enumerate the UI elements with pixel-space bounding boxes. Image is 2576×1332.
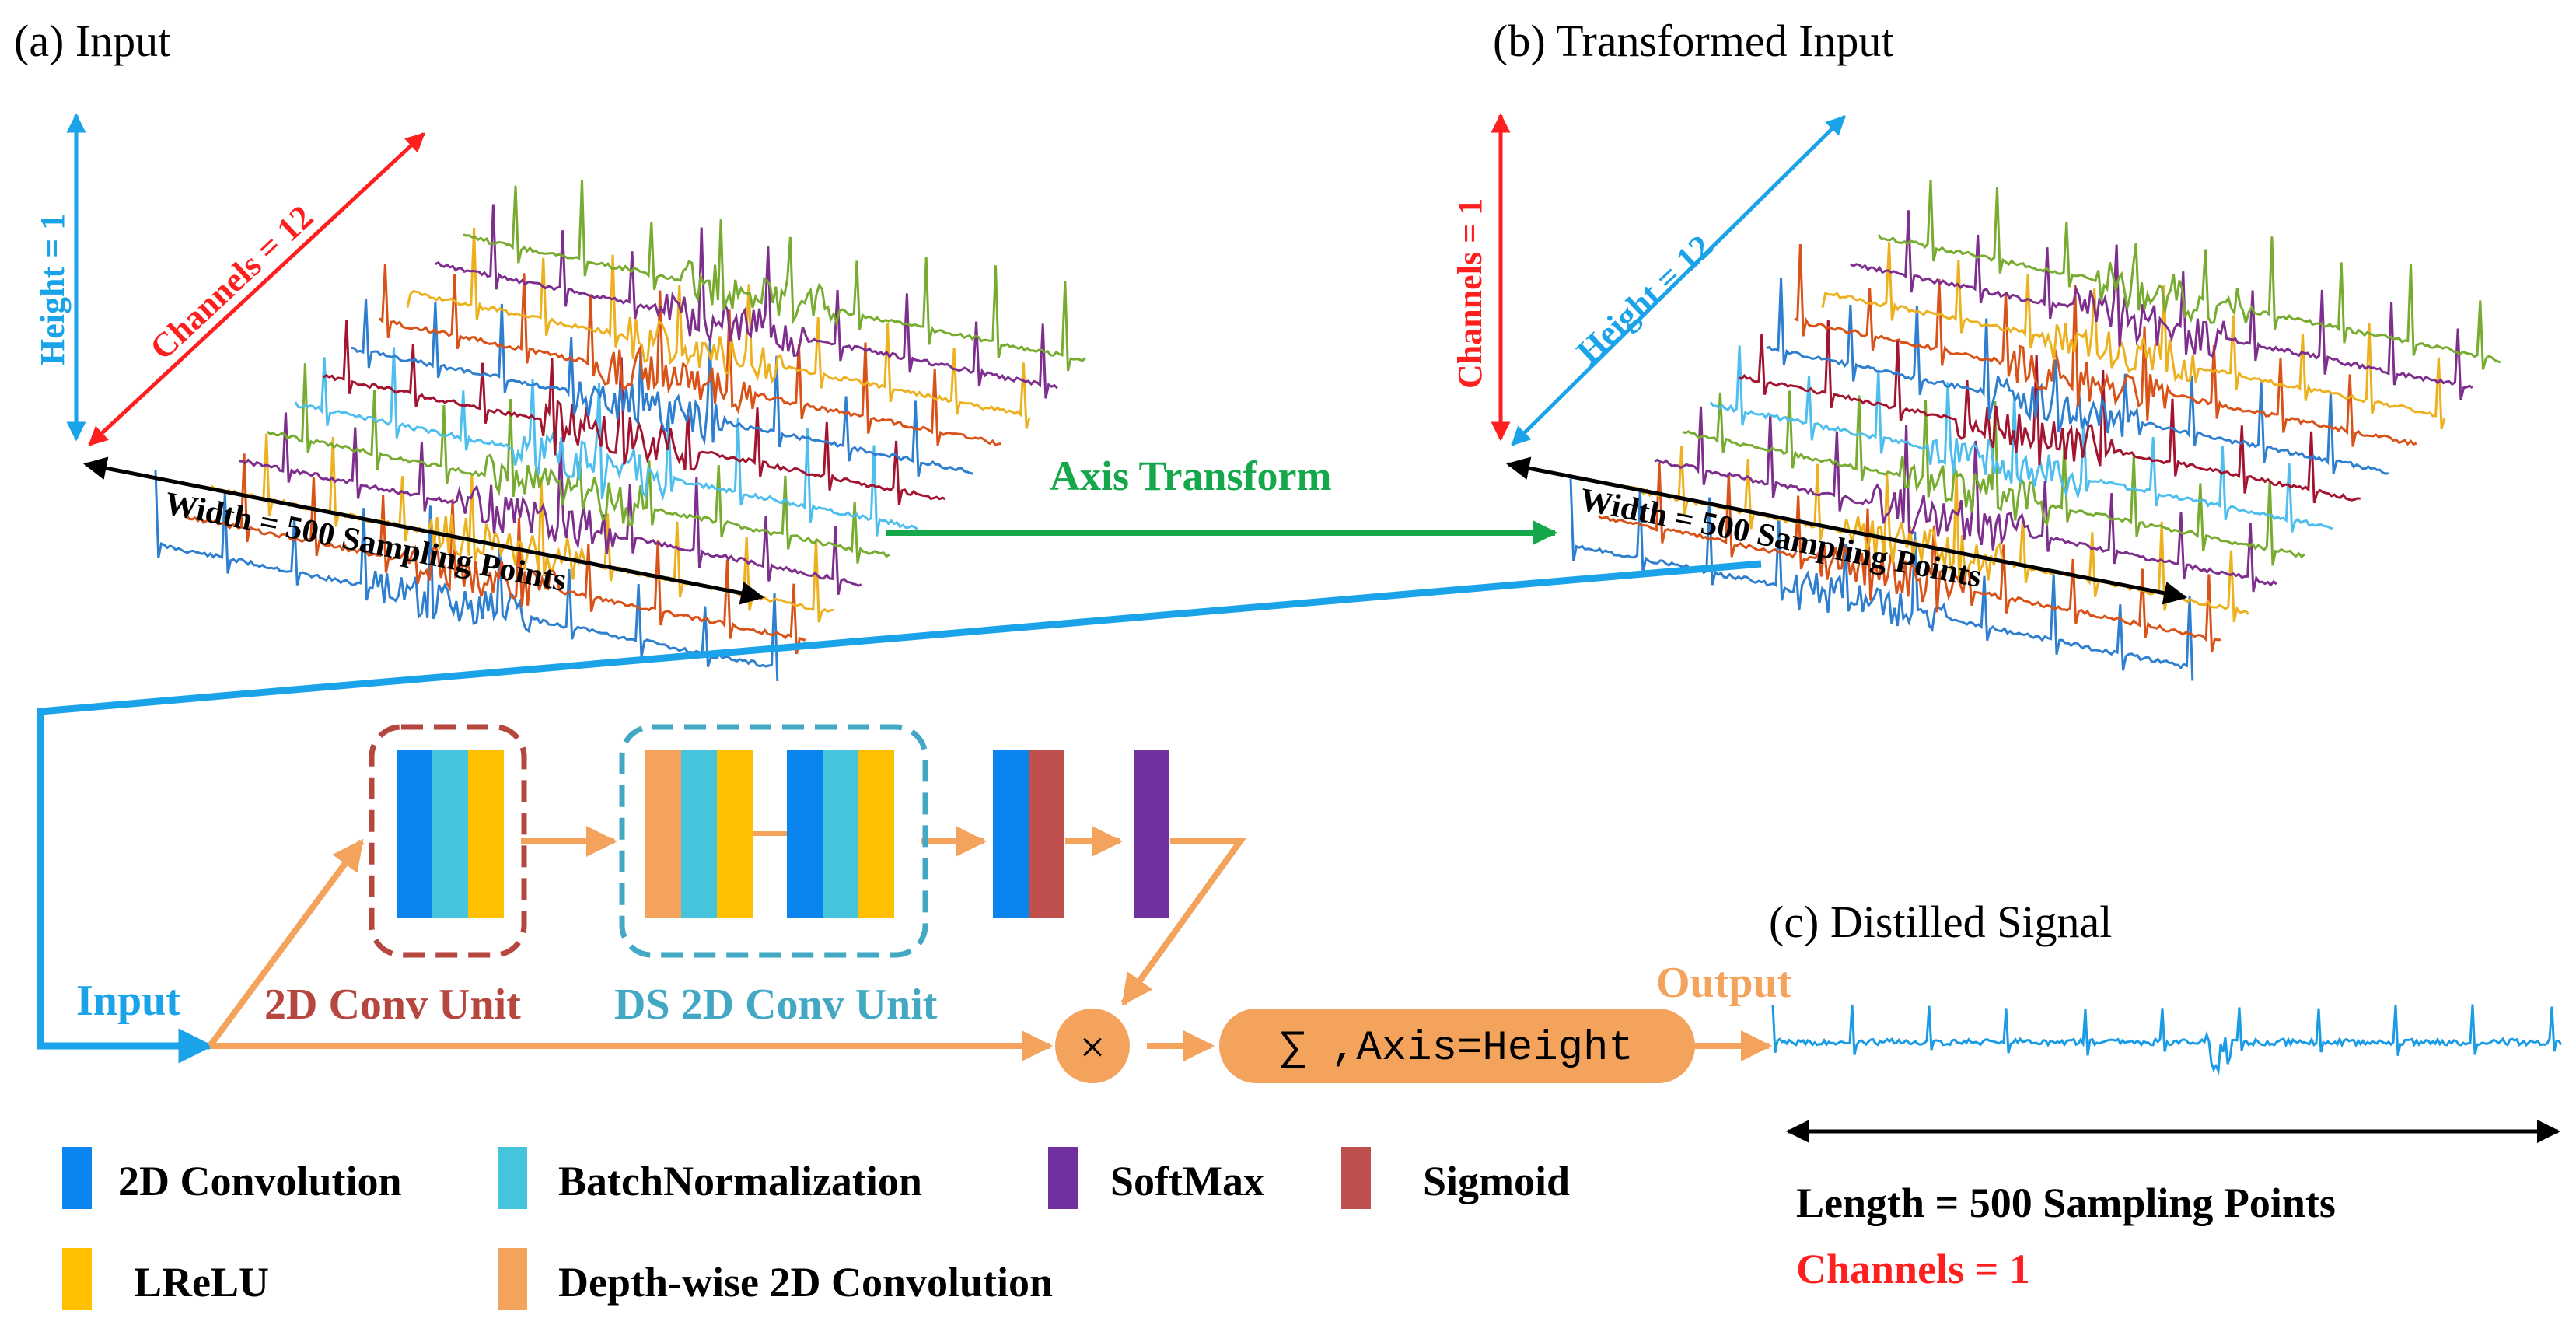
legend: 2D Convolution BatchNormalization SoftMa… — [62, 1147, 1570, 1310]
legend-swatch-softmax — [1048, 1147, 1078, 1209]
softmax-layer — [1134, 750, 1169, 918]
length-label: Length = 500 Sampling Points — [1796, 1180, 2336, 1226]
ds-layer-bn-1 — [681, 750, 717, 918]
ds-layer-lrelu-2 — [858, 750, 894, 918]
multiply-node — [1055, 1009, 1130, 1083]
conv-unit-layer-conv — [397, 750, 432, 918]
legend-label-sigmoid: Sigmoid — [1423, 1158, 1570, 1204]
axis-transform-label: Axis Transform — [1050, 453, 1332, 499]
legend-swatch-2d-convolution — [62, 1147, 92, 1209]
conv-unit-layer-lrelu — [468, 750, 504, 918]
panel-c-title: (c) Distilled Signal — [1769, 897, 2112, 947]
legend-label-batchnormalization: BatchNormalization — [558, 1158, 922, 1204]
transformed-input-connector — [37, 560, 1762, 1064]
sum-node — [1219, 1009, 1695, 1083]
legend-label-depthwise: Depth-wise 2D Convolution — [558, 1259, 1053, 1306]
signal-trace — [1877, 180, 2501, 370]
conv-unit-label: 2D Conv Unit — [264, 981, 521, 1029]
width-axis-arrow-b — [1506, 456, 2187, 605]
signal-trace — [1821, 242, 2446, 430]
ds-layer-depthwise — [645, 750, 681, 918]
conv-unit-frame — [369, 724, 527, 958]
distilled-signal-trace — [1771, 1004, 2563, 1075]
panel-b-title: (b) Transformed Input — [1493, 16, 1894, 66]
channels-axis-label-a: Channels = 12 — [142, 198, 320, 367]
panel-a-title: (a) Input — [14, 16, 170, 66]
signal-trace — [378, 264, 1001, 447]
legend-label-2d-convolution: 2D Convolution — [118, 1158, 402, 1204]
legend-swatch-sigmoid — [1341, 1147, 1371, 1209]
output-label: Output — [1656, 959, 1792, 1007]
signal-trace — [463, 180, 1086, 372]
channels-label-c: Channels = 1 — [1796, 1246, 2030, 1292]
ds-conv-unit-frame — [619, 724, 928, 958]
signal-trace — [1850, 210, 2473, 400]
channels-axis-arrow-a — [88, 132, 425, 446]
legend-label-lrelu: LReLU — [134, 1259, 269, 1306]
signal-trace — [435, 204, 1058, 399]
conv-unit-layer-bn — [432, 750, 468, 918]
multiply-symbol: × — [1080, 1022, 1106, 1072]
attention-sigmoid-layer — [1029, 750, 1064, 918]
network-flow — [207, 826, 1772, 1061]
ds-layer-conv — [787, 750, 823, 918]
height-axis-label-b: Height = 12 — [1569, 228, 1719, 372]
ds-layer-lrelu-1 — [717, 750, 753, 918]
signal-trace — [406, 228, 1031, 429]
legend-swatch-lrelu — [62, 1248, 92, 1310]
signal-trace — [351, 299, 974, 477]
channels-axis-label-b: Channels = 1 — [1451, 198, 1489, 389]
height-axis-arrow-b — [1511, 115, 1846, 446]
ds-conv-unit-label: DS 2D Conv Unit — [614, 981, 938, 1029]
legend-swatch-batchnormalization — [498, 1147, 527, 1209]
attention-conv-layer — [993, 750, 1029, 918]
sum-label: ∑ ,Axis=Height — [1281, 1025, 1634, 1072]
legend-label-softmax: SoftMax — [1110, 1158, 1264, 1204]
legend-swatch-depthwise — [498, 1248, 527, 1310]
network-input-label: Input — [76, 977, 180, 1025]
ds-layer-bn-2 — [823, 750, 858, 918]
signal-trace — [1794, 243, 2417, 447]
signal-trace — [323, 320, 946, 505]
width-axis-arrow-a — [83, 456, 764, 605]
height-axis-label-a: Height = 1 — [33, 213, 72, 365]
